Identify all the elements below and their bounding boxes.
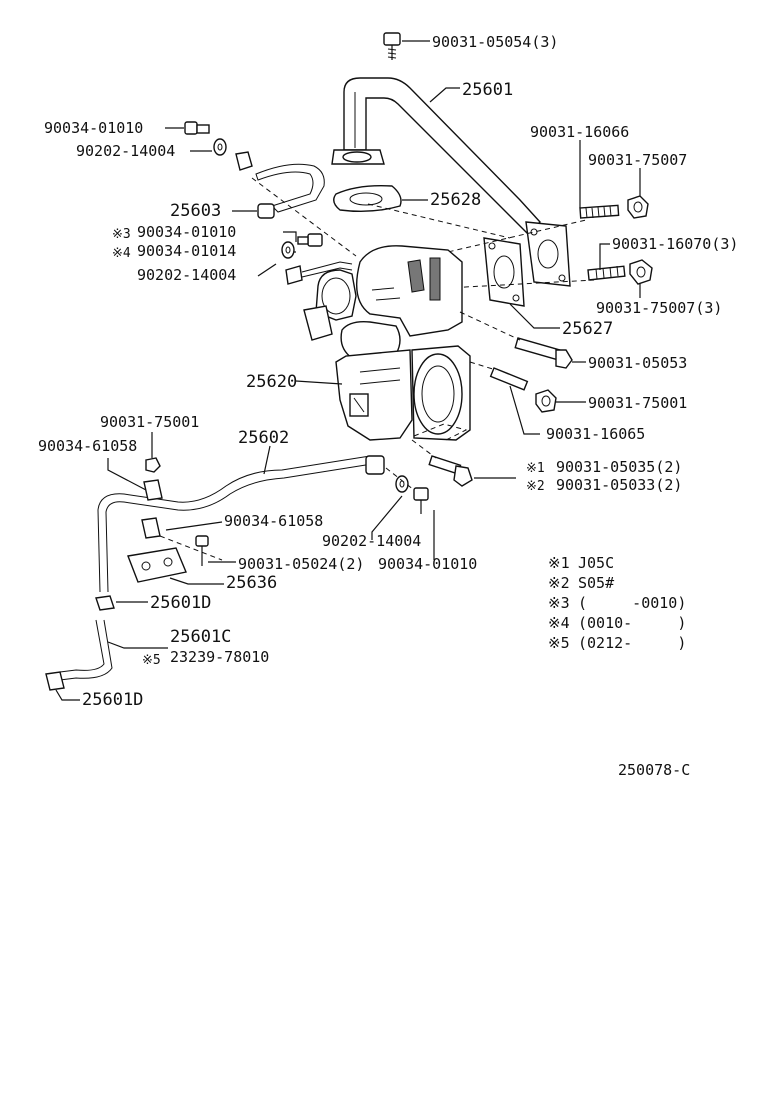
stud-90031-16066-icon (579, 204, 620, 219)
legend-text-5: (0212- ) (578, 634, 686, 652)
label-23239-78010: 23239-78010 (170, 648, 269, 666)
legend-mark-3: ※3 (548, 594, 570, 612)
bolt-90031-05053-icon (514, 337, 573, 369)
throttle-body-25620-icon (303, 245, 471, 441)
label-25601: 25601 (462, 80, 513, 100)
label-90031-05035: 90031-05035(2) (556, 458, 682, 476)
label-90034-61058-a: 90034-61058 (38, 437, 137, 455)
legend-text-2: S05# (578, 574, 614, 592)
bracket-25636-icon (127, 547, 187, 583)
label-90034-01014: 90034-01014 (137, 242, 236, 260)
label-25627: 25627 (562, 319, 613, 339)
gasket-25628-icon (333, 184, 402, 213)
nut-90031-75007-3-icon (629, 259, 653, 285)
label-90031-05053: 90031-05053 (588, 354, 687, 372)
legend-text-4: (0010- ) (578, 614, 686, 632)
label-90034-61058-b: 90034-61058 (224, 512, 323, 530)
nut-90031-75007-icon (627, 195, 649, 219)
figure-code: 250078-C (618, 761, 690, 779)
label-90031-75007: 90031-75007 (588, 151, 687, 169)
washer-90202-14004-c-icon (395, 475, 409, 493)
label-25628: 25628 (430, 190, 481, 210)
legend-mark-4: ※4 (548, 614, 570, 632)
label-90031-05054: 90031-05054(3) (432, 33, 558, 51)
hose-25601C-icon (59, 619, 113, 681)
label-25620: 25620 (246, 372, 297, 392)
mark-3: ※3 (112, 227, 131, 242)
label-90031-75007-3: 90031-75007(3) (596, 299, 722, 317)
mark-5: ※5 (142, 653, 161, 668)
egr-hose-25603-icon (255, 163, 325, 219)
label-90034-01010-b: 90034-01010 (137, 223, 236, 241)
bolt-90031-05035-icon (428, 455, 473, 487)
nut-90031-75001-l-icon (145, 457, 161, 473)
nut-90031-75001-icon (535, 389, 557, 413)
legend-mark-2: ※2 (548, 574, 570, 592)
vacuum-pipe-25602-icon (97, 455, 385, 593)
label-90031-16065: 90031-16065 (546, 425, 645, 443)
legend-text-3: ( -0010) (578, 594, 686, 612)
mark-1: ※1 (526, 461, 545, 476)
legend-mark-5: ※5 (548, 634, 570, 652)
label-25601D-b: 25601D (82, 690, 143, 710)
mark-2: ※2 (526, 479, 545, 494)
egr-pipe-25601-icon (331, 77, 571, 287)
bolt-90031-05024-icon (195, 535, 209, 566)
legend-text-1: J05C (578, 554, 614, 572)
label-90031-05033: 90031-05033(2) (556, 476, 682, 494)
label-90031-75001-r: 90031-75001 (588, 394, 687, 412)
vacuum-sensor-icon (285, 261, 353, 285)
bolt-90034-01014-icon (297, 233, 323, 247)
label-25601D-a: 25601D (150, 593, 211, 613)
label-25636: 25636 (226, 573, 277, 593)
label-25601C: 25601C (170, 627, 231, 647)
label-25603: 25603 (170, 201, 221, 221)
label-90031-05024: 90031-05024(2) (238, 555, 364, 573)
hose-clip-25601D-a-icon (95, 595, 115, 611)
bolt-90034-01010-c-icon (413, 487, 429, 514)
label-90031-75001-l: 90031-75001 (100, 413, 199, 431)
label-90202-14004-b: 90202-14004 (137, 266, 236, 284)
legend-mark-1: ※1 (548, 554, 570, 572)
gasket-25627-icon (483, 237, 525, 307)
hose-clip-25601D-b-icon (45, 671, 65, 691)
label-90031-16066: 90031-16066 (530, 123, 629, 141)
stud-90031-16065-icon (489, 367, 529, 391)
label-90034-01010-c: 90034-01010 (378, 555, 477, 573)
stud-90031-16070-icon (587, 265, 626, 281)
label-90034-01010-a: 90034-01010 (44, 119, 143, 137)
label-90202-14004-a: 90202-14004 (76, 142, 175, 160)
bolt-90034-01010-icon (184, 121, 210, 135)
clip-90034-61058-b-icon (141, 517, 161, 539)
union-nut-icon (235, 151, 253, 171)
mark-4: ※4 (112, 246, 131, 261)
label-90202-14004-c: 90202-14004 (322, 532, 421, 550)
washer-90202-14004-b-icon (281, 241, 295, 259)
legend: ※1 J05C ※2 S05# ※3 ( -0010) ※4 (0010- ) … (548, 554, 686, 652)
clip-90034-61058-a-icon (143, 479, 163, 501)
bolt-90031-05054-icon (383, 32, 401, 60)
label-90031-16070: 90031-16070(3) (612, 235, 738, 253)
label-25602: 25602 (238, 428, 289, 448)
washer-90202-14004-icon (213, 138, 227, 156)
